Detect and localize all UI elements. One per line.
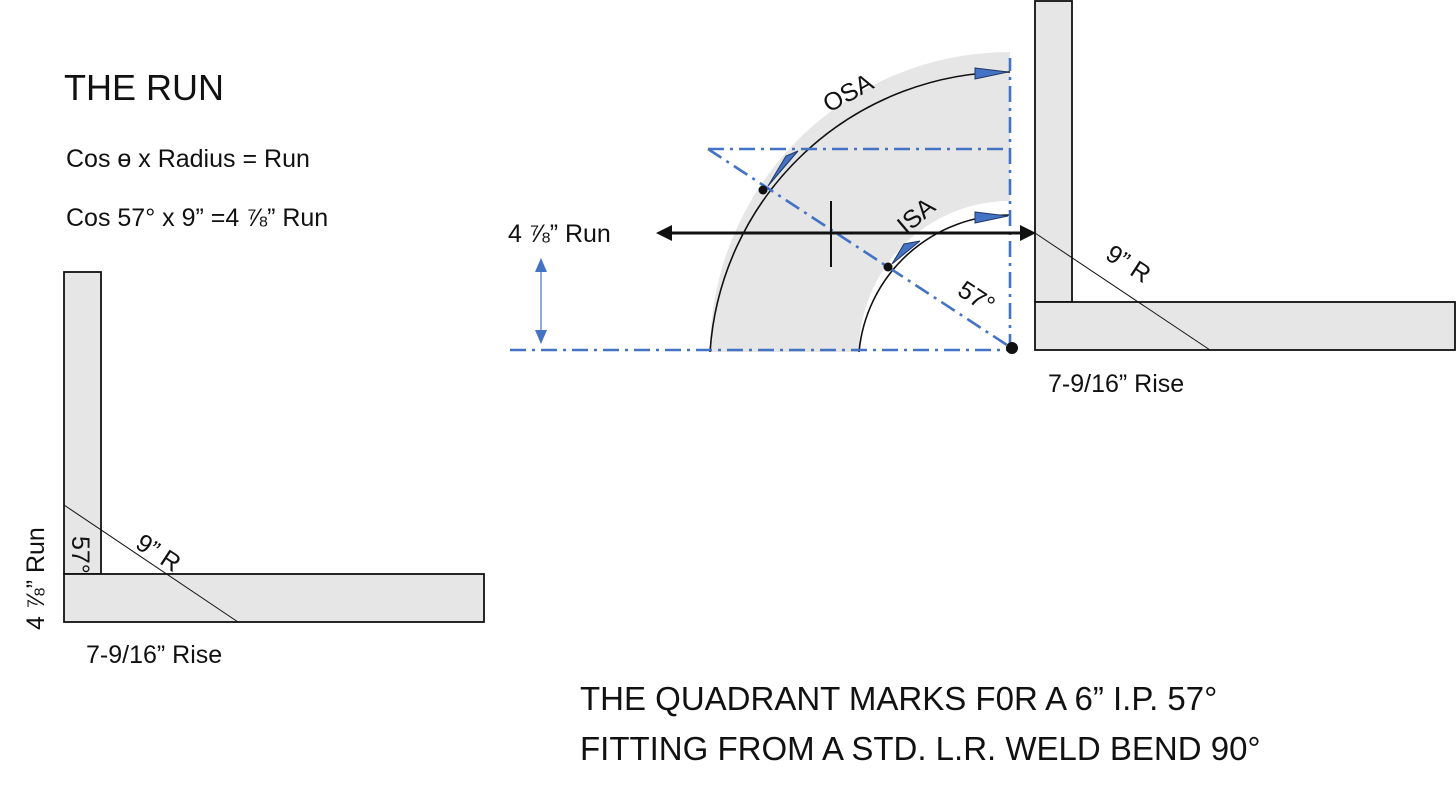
elbow-body [710, 52, 1010, 352]
osa-mark-dot-icon [758, 185, 768, 195]
osa-top-arrowhead-icon [974, 67, 1009, 80]
right-radius-line [1034, 232, 1211, 351]
left-l-diagram: 4 ⅞” Run 57° 9” R 7-9/16” Rise [22, 271, 485, 669]
left-radius-label: 9” R [131, 529, 186, 578]
osa-57-arrowhead-icon [767, 150, 799, 187]
right-rise-label: 7-9/16” Rise [1048, 370, 1184, 398]
isa-57-arrowhead-icon [891, 240, 921, 265]
elbow-run-label: 4 ⅞” Run [508, 220, 611, 248]
footer-line-2: FITTING FROM A STD. L.R. WELD BEND 90° [580, 730, 1261, 767]
left-horizontal-bar [63, 573, 485, 623]
formula-line-1: Cos ɵ x Radius = Run [66, 145, 310, 173]
left-rise-label: 7-9/16” Rise [86, 641, 222, 669]
footer-line-1: THE QUADRANT MARKS F0R A 6” I.P. 57° [580, 680, 1217, 717]
right-radius-label: 9” R [1101, 240, 1156, 289]
left-run-label: 4 ⅞” Run [22, 527, 50, 630]
right-horizontal-bar [1034, 301, 1456, 351]
run-arrow-left-icon [656, 225, 672, 241]
left-radius-line [63, 504, 239, 623]
right-vertical-bar [1034, 0, 1073, 303]
outer-arc-osa [709, 71, 1011, 353]
left-angle-label: 57° [66, 536, 94, 574]
isa-top-arrowhead-icon [974, 211, 1009, 224]
center-point-icon [1006, 342, 1018, 354]
elbow-diagram: 4 ⅞” Run OSA ISA 57° [508, 52, 1036, 354]
dimension-arrow-up-icon [535, 258, 547, 272]
elbow-angle-label: 57° [953, 276, 1000, 320]
isa-mark-dot-icon [883, 262, 893, 272]
right-l-diagram: 9” R 7-9/16” Rise [1034, 0, 1456, 398]
left-vertical-bar [63, 271, 102, 575]
dimension-arrow-down-icon [535, 330, 547, 344]
formula-line-2: Cos 57° x 9” =4 ⅞” Run [66, 204, 328, 232]
heading: THE RUN [64, 67, 224, 108]
run-arrow-right-icon [1020, 225, 1036, 241]
